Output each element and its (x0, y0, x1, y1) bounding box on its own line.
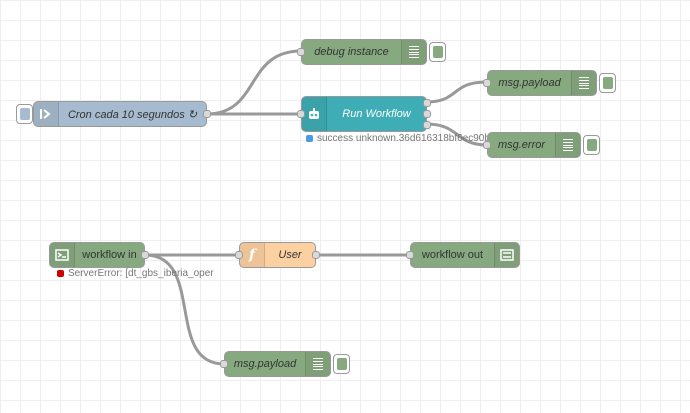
user-output-port[interactable] (312, 251, 320, 259)
run-workflow-output-port-3[interactable] (423, 121, 431, 129)
msg-payload-bottom-label: msg.payload (233, 358, 297, 370)
list-icon (571, 71, 596, 95)
run-workflow-output-port-1[interactable] (423, 99, 431, 107)
workflow-out-node[interactable]: workflow out (406, 242, 520, 268)
list-icon (305, 352, 330, 376)
msg-payload-top-node[interactable]: msg.payload (483, 70, 597, 96)
status-dot-blue (306, 135, 313, 142)
msg-error-label: msg.error (497, 139, 546, 151)
wire-run-error (425, 122, 488, 147)
msg-payload-bottom-node[interactable]: msg.payload (220, 351, 331, 377)
workflow-in-label: workflow in (82, 249, 137, 261)
msg-payload-bottom-toggle[interactable] (333, 354, 350, 374)
wire-cron-debug-instance (206, 49, 302, 116)
msg-payload-top-input-port[interactable] (483, 79, 491, 87)
msg-payload-bottom-input-port[interactable] (220, 360, 228, 368)
debug-instance-toggle[interactable] (429, 42, 446, 62)
cron-inject-label: Cron cada 10 segundos ↻ (67, 108, 198, 121)
run-workflow-status: success unknown.36d616318bf6ec90b6 (306, 133, 495, 144)
workflow-in-icon (50, 243, 75, 267)
cron-inject-button[interactable] (16, 104, 33, 124)
run-workflow-input-port[interactable] (297, 110, 305, 118)
workflow-out-label: workflow out (421, 249, 484, 261)
run-workflow-status-text: success unknown.36d616318bf6ec90b6 (317, 133, 496, 144)
user-input-port[interactable] (235, 251, 243, 259)
msg-error-input-port[interactable] (483, 141, 491, 149)
arrow-in-icon (34, 102, 59, 126)
run-workflow-node[interactable]: Run Workflow (297, 96, 431, 132)
workflow-out-icon (494, 243, 519, 267)
workflow-in-node[interactable]: workflow in (49, 242, 149, 268)
workflow-out-input-port[interactable] (406, 251, 414, 259)
msg-payload-top-toggle[interactable] (599, 73, 616, 93)
user-function-node[interactable]: f User (235, 242, 320, 268)
run-workflow-output-port-2[interactable] (423, 110, 431, 118)
debug-instance-label: debug instance (314, 46, 389, 58)
msg-error-toggle[interactable] (583, 135, 600, 155)
list-icon (401, 40, 426, 64)
list-icon (555, 133, 580, 157)
debug-instance-input-port[interactable] (297, 48, 305, 56)
cron-output-port[interactable] (203, 110, 211, 118)
robot-icon (302, 97, 327, 131)
workflow-in-output-port[interactable] (141, 251, 149, 259)
wire-in-payload (144, 253, 225, 366)
function-icon: f (240, 243, 265, 267)
workflow-in-status: ServerError: [dt_gbs_iberia_oper (57, 268, 214, 279)
msg-error-node[interactable]: msg.error (483, 132, 581, 158)
status-dot-red (57, 270, 64, 277)
cron-inject-node[interactable]: Cron cada 10 segundos ↻ (33, 101, 211, 127)
wire-run-payload (425, 80, 488, 104)
debug-instance-node[interactable]: debug instance (297, 39, 427, 65)
run-workflow-label: Run Workflow (342, 108, 411, 120)
workflow-in-status-text: ServerError: [dt_gbs_iberia_oper (68, 268, 214, 279)
user-function-label: User (278, 249, 302, 261)
msg-payload-top-label: msg.payload (498, 77, 561, 89)
